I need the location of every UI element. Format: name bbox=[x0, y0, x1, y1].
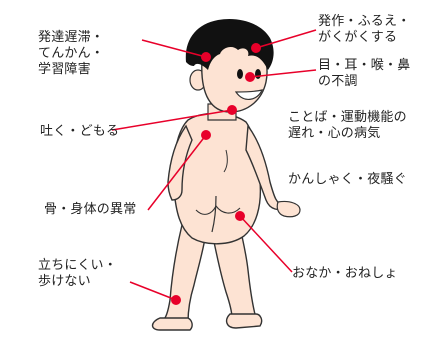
leader-line-developmental-delay bbox=[141, 39, 207, 58]
label-vomit-stutter: 吐く・どもる bbox=[40, 124, 120, 139]
label-bone-body-abnormality: 骨・身体の異常 bbox=[44, 202, 137, 217]
leader-line-eye-ear-throat-nose bbox=[249, 69, 317, 78]
left-arm bbox=[167, 124, 193, 201]
leader-line-vomit-stutter bbox=[111, 109, 233, 131]
label-eye-ear-throat-nose: 目・耳・喉・鼻 の不調 bbox=[318, 58, 411, 89]
marker-dot-nose bbox=[245, 72, 255, 82]
right-hand bbox=[276, 200, 301, 218]
marker-dot-back bbox=[201, 130, 211, 140]
label-tantrum-night-crying: かんしゃく・夜騒ぐ bbox=[288, 172, 407, 187]
label-hard-to-stand: 立ちにくい・ 歩けない bbox=[38, 258, 117, 289]
leader-line-bone-body-abnormality bbox=[147, 134, 207, 211]
label-developmental-delay: 発達遅滞・ てんかん・ 学習障害 bbox=[38, 30, 105, 77]
eye bbox=[255, 69, 261, 79]
label-speech-motor-mind: ことば・運動機能の 遅れ・心の病気 bbox=[288, 110, 407, 141]
buttocks-curve bbox=[195, 204, 241, 215]
right-foot bbox=[225, 313, 263, 329]
marker-dot-brain bbox=[201, 52, 211, 62]
leader-line-hard-to-stand bbox=[129, 281, 177, 301]
label-seizure-trembling: 発作・ふるえ・ がくがくする bbox=[318, 14, 411, 45]
marker-dot-leg bbox=[171, 295, 181, 305]
back-line bbox=[223, 149, 228, 173]
label-stomach-bedwetting: おなか・おねしょ bbox=[292, 266, 398, 281]
leader-line-seizure-trembling bbox=[255, 29, 317, 49]
buttocks-crease bbox=[211, 195, 217, 233]
mouth bbox=[234, 89, 263, 100]
marker-dot-stomach bbox=[235, 211, 245, 221]
marker-dot-head bbox=[251, 43, 261, 53]
eye bbox=[237, 69, 243, 79]
leader-line-stomach-bedwetting bbox=[239, 215, 293, 273]
marker-dot-mouth bbox=[227, 105, 237, 115]
left-foot bbox=[151, 317, 193, 331]
